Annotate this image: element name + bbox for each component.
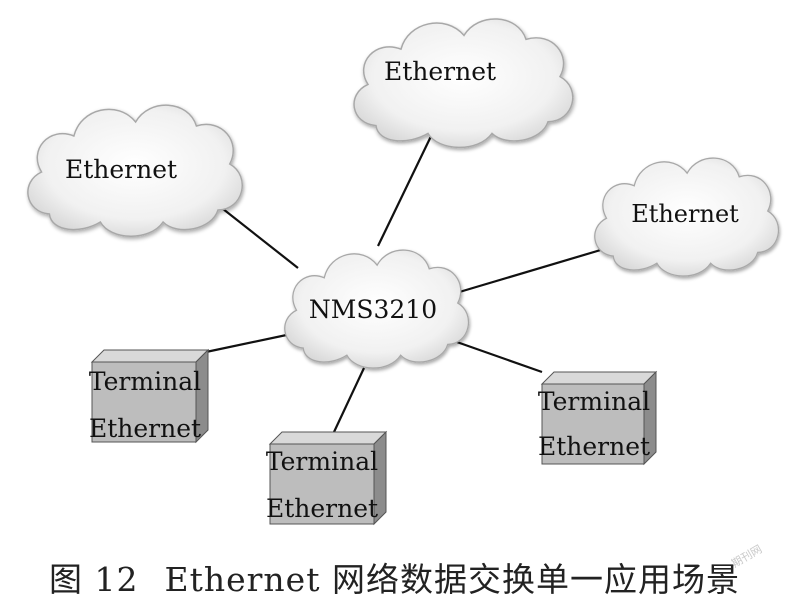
terminal-mid-line1: Terminal	[266, 447, 378, 476]
terminal-mid: Terminal Ethernet	[266, 430, 388, 526]
cloud-right-label: Ethernet	[631, 200, 739, 228]
center-node-label: NMS3210	[309, 295, 437, 324]
link-to-mid-terminal	[333, 367, 365, 433]
terminal-right-line1: Terminal	[538, 387, 650, 416]
terminal-right-line2: Ethernet	[538, 432, 650, 461]
link-to-left-terminal	[205, 331, 297, 354]
links	[205, 129, 605, 433]
terminal-mid-top	[268, 431, 388, 445]
link-to-left-cloud	[217, 204, 299, 269]
figure-number: 图 12	[49, 560, 139, 599]
cloud-right	[594, 157, 779, 277]
link-to-right-terminal	[453, 339, 543, 374]
cloud-left	[27, 104, 243, 237]
cloud-left-shape	[27, 104, 243, 237]
cloud-top-shape	[353, 18, 574, 149]
terminal-right: Terminal Ethernet	[538, 370, 658, 466]
cloud-center-shape	[284, 249, 469, 369]
terminal-mid-front	[269, 443, 375, 525]
link-to-right-cloud	[455, 247, 605, 295]
cloud-right-shape	[594, 157, 779, 277]
terminal-left-front	[91, 361, 197, 443]
terminal-left-line1: Terminal	[89, 367, 201, 396]
terminal-left: Terminal Ethernet	[89, 348, 210, 444]
figure-caption-text: Ethernet 网络数据交换单一应用场景	[164, 560, 740, 599]
cloud-center	[284, 249, 469, 369]
cloud-top	[353, 18, 574, 149]
terminal-left-line2: Ethernet	[89, 414, 201, 443]
terminal-mid-line2: Ethernet	[266, 494, 378, 523]
terminal-right-front	[541, 383, 645, 465]
link-to-top-cloud	[377, 129, 435, 247]
terminal-right-top	[540, 371, 658, 385]
cloud-top-label: Ethernet	[384, 57, 496, 86]
figure-caption: 图 12 Ethernet 网络数据交换单一应用场景	[0, 553, 789, 601]
terminal-left-top	[90, 349, 210, 363]
cloud-left-label: Ethernet	[65, 155, 177, 184]
network-diagram: Ethernet Ethernet Ethernet NMS3210 Termi…	[27, 18, 779, 526]
